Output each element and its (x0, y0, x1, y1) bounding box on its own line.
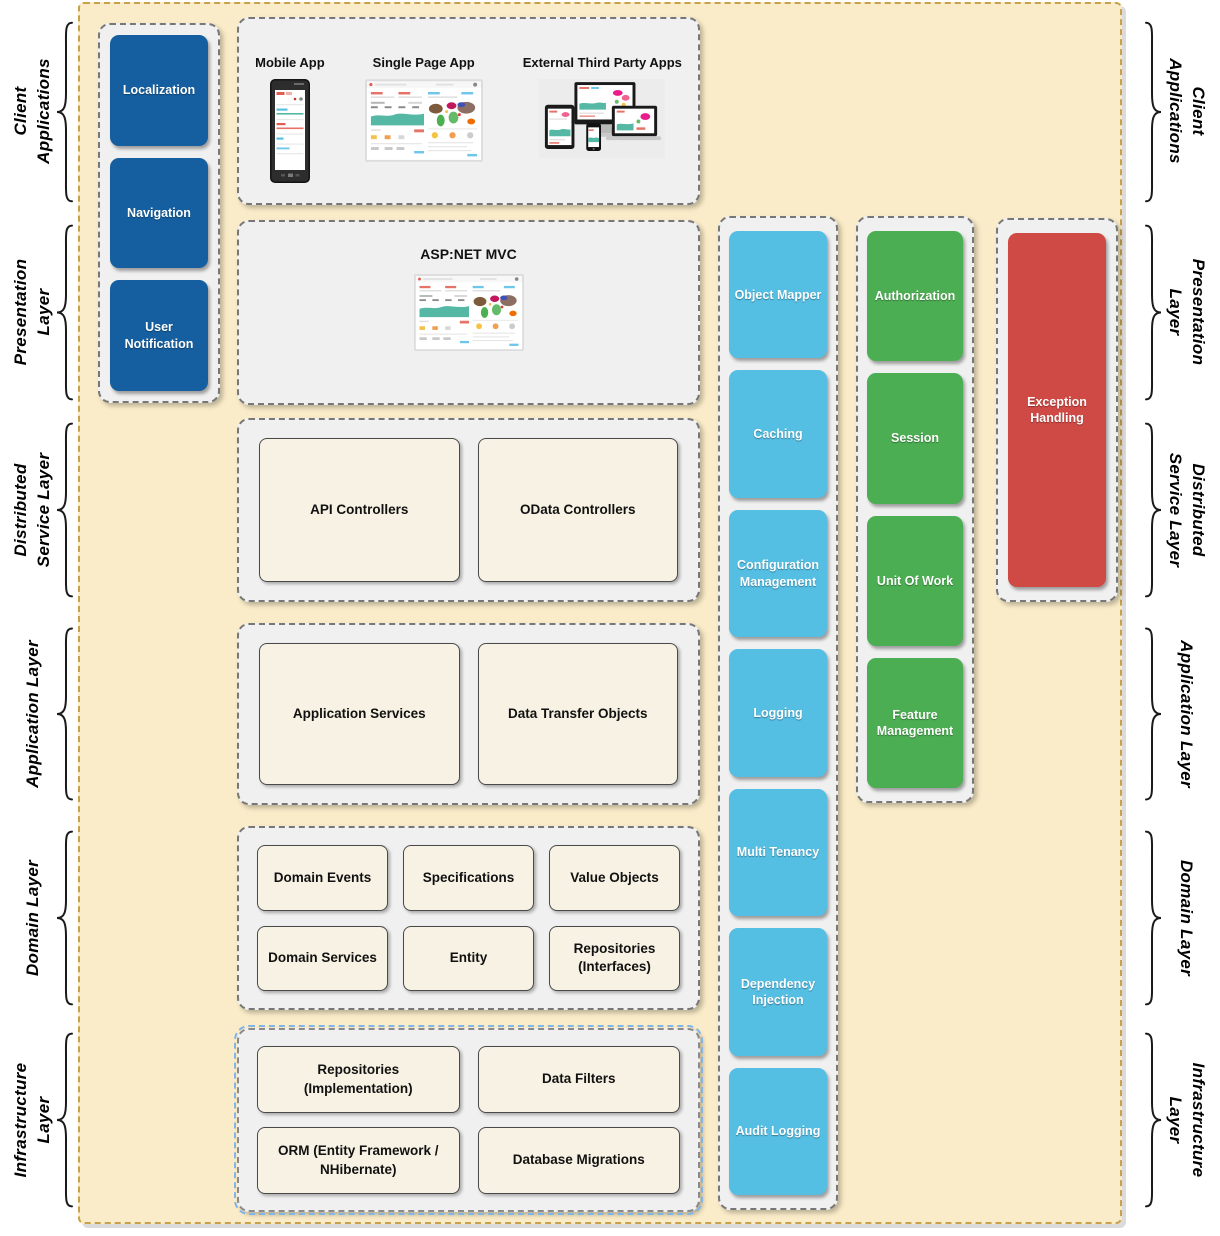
box-api-controllers: API Controllers (259, 438, 460, 582)
box-logging: Logging (729, 649, 827, 777)
right-brace-application-layer (1142, 625, 1166, 803)
right-brace-presentation-layer (1142, 222, 1166, 403)
client-applications-panel: Mobile App Single Page App External Thir… (237, 17, 700, 205)
box-configuration-management: Configuration Management (729, 509, 827, 638)
box-specifications: Specifications (403, 845, 534, 911)
main-boundary: Localization Navigation User Notificatio… (78, 2, 1122, 1224)
sidebar-panel: Localization Navigation User Notificatio… (98, 23, 220, 403)
box-caching: Caching (729, 370, 827, 498)
right-brace-distributed-service-layer (1142, 420, 1166, 600)
box-unit-of-work: Unit Of Work (867, 515, 963, 646)
box-navigation: Navigation (110, 157, 208, 269)
right-brace-client-applications (1142, 19, 1166, 205)
right-label-domain-layer: Domain Layer (1177, 859, 1197, 977)
box-object-mapper: Object Mapper (729, 231, 827, 359)
right-brace-infrastructure-layer (1142, 1030, 1166, 1210)
aspnet-dashboard-mockup-icon (413, 274, 524, 351)
box-domain-services: Domain Services (257, 925, 388, 991)
box-database-migrations: Database Migrations (477, 1127, 680, 1194)
box-multi-tenancy: Multi Tenancy (729, 788, 827, 917)
box-exception-handling: Exception Handling (1008, 233, 1106, 587)
box-data-transfer-objects: Data Transfer Objects (477, 643, 678, 785)
single-page-app-figure: Single Page App (364, 55, 483, 162)
cross-cutting-state-column: Authorization Session Unit Of Work Featu… (856, 216, 974, 803)
right-label-infrastructure-layer: Infrastructure Layer (1166, 1062, 1208, 1178)
cross-cutting-utilities-column: Object Mapper Caching Configuration Mana… (718, 216, 838, 1210)
application-panel: Application Services Data Transfer Objec… (237, 623, 700, 805)
box-user-notification: User Notification (110, 280, 208, 392)
infrastructure-panel: Repositories (Implementation) Data Filte… (234, 1025, 703, 1215)
single-page-app-label: Single Page App (372, 55, 475, 70)
domain-panel: Domain Events Specifications Value Objec… (237, 826, 700, 1010)
external-apps-figure: External Third Party Apps (523, 55, 682, 158)
box-localization: Localization (110, 35, 208, 146)
box-application-services: Application Services (259, 643, 460, 785)
phone-mockup-icon (269, 79, 310, 183)
box-session: Session (867, 373, 963, 504)
box-dependency-injection: Dependency Injection (729, 928, 827, 1056)
box-orm: ORM (Entity Framework / NHibernate) (257, 1127, 460, 1194)
box-feature-management: Feature Management (867, 657, 963, 788)
right-label-distributed-service-layer: Distributed Service Layer (1166, 452, 1208, 568)
left-brace-presentation-layer (52, 222, 76, 403)
box-repositories-interfaces: Repositories (Interfaces) (549, 925, 680, 991)
box-audit-logging: Audit Logging (729, 1067, 827, 1195)
left-brace-application-layer (52, 625, 76, 803)
dashboard-mockup-icon (364, 79, 483, 162)
right-brace-domain-layer (1142, 828, 1166, 1008)
aspnet-mvc-label: ASP:NET MVC (420, 246, 517, 262)
box-repositories-implementation: Repositories (Implementation) (257, 1046, 460, 1113)
exception-handling-column: Exception Handling (996, 218, 1118, 602)
left-brace-distributed-service-layer (52, 420, 76, 600)
mobile-app-label: Mobile App (255, 55, 325, 70)
box-authorization: Authorization (867, 231, 963, 362)
box-data-filters: Data Filters (477, 1046, 680, 1113)
right-label-client-applications: Client Applications (1166, 58, 1208, 164)
box-domain-events: Domain Events (257, 845, 388, 911)
left-brace-domain-layer (52, 828, 76, 1008)
box-entity: Entity (403, 925, 534, 991)
devices-mockup-icon (539, 79, 666, 158)
presentation-panel: ASP:NET MVC (237, 220, 700, 405)
left-brace-client-applications (52, 19, 76, 205)
right-label-presentation-layer: Presentation Layer (1166, 258, 1208, 366)
external-apps-label: External Third Party Apps (522, 55, 682, 70)
box-odata-controllers: OData Controllers (477, 438, 678, 582)
box-value-objects: Value Objects (549, 845, 680, 911)
right-label-application-layer: Application Layer (1177, 640, 1197, 788)
distributed-service-panel: API Controllers OData Controllers (237, 418, 700, 602)
left-brace-infrastructure-layer (52, 1030, 76, 1210)
mobile-app-figure: Mobile App (255, 55, 325, 183)
